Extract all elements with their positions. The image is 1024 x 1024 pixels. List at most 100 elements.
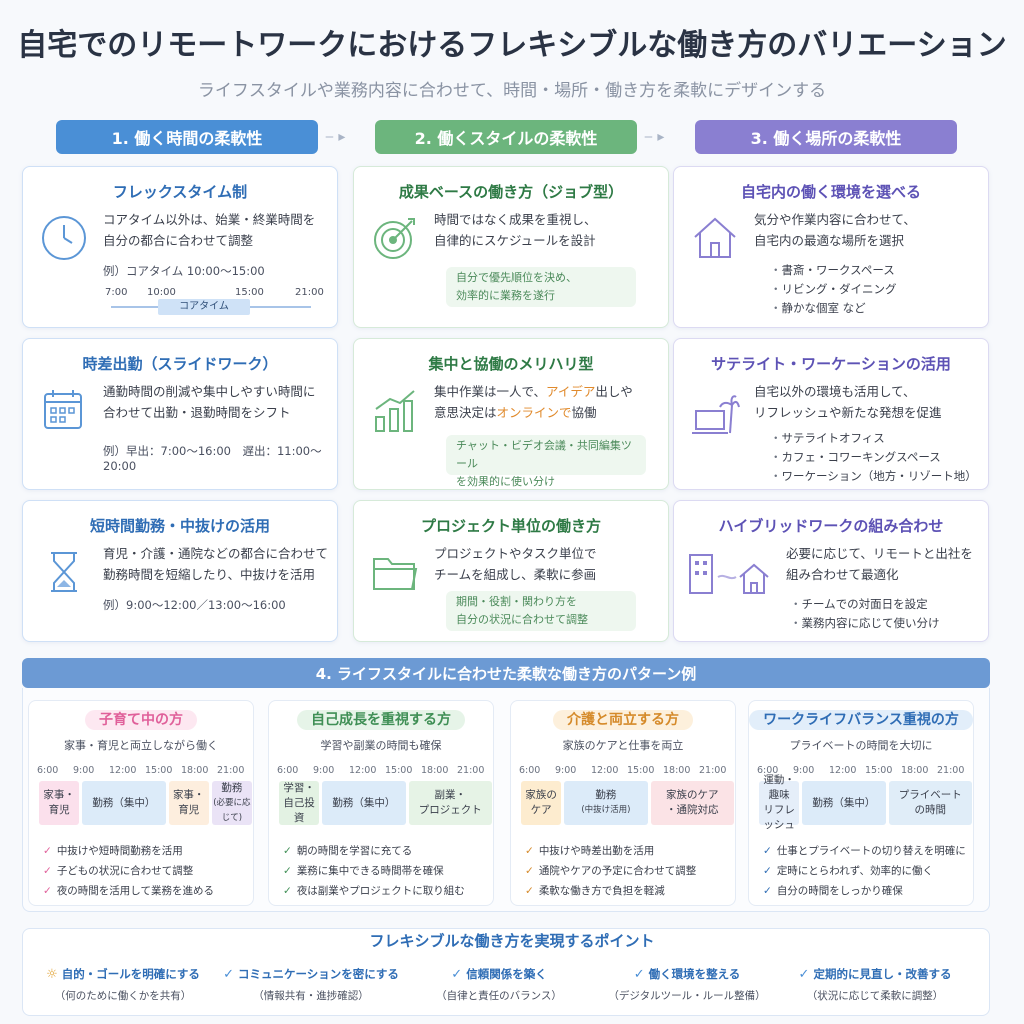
office-home-icon [689, 554, 769, 594]
card-text: 気分や作業内容に合わせて、 [754, 212, 916, 227]
timeline-tick: 9:00 [555, 765, 577, 776]
card-text: 自分の都合に合わせて調整 [103, 233, 254, 248]
checklist-text: 子どもの状況に合わせて調整 [56, 865, 194, 877]
text-part: 集中作業は一人で、 [434, 384, 547, 399]
checklist-text: 夜の時間を活用して業務を進める [56, 885, 214, 897]
checklist-item: ✓柔軟な働き方で負担を軽減 [525, 881, 696, 901]
schedule-block-label: 家族のケア [525, 789, 557, 816]
timeline-tick: 9:00 [793, 765, 815, 776]
point-label: ✓働く環境を整える [594, 966, 780, 982]
card-title: フレックスタイム制 [112, 183, 248, 201]
timeline-tick: 12:00 [591, 765, 619, 776]
checklist-item: ✓夜の時間を活用して業務を進める [43, 881, 214, 901]
list-item: リビング・ダイニング [770, 280, 897, 299]
checklist-text: 柔軟な働き方で負担を軽減 [538, 885, 665, 897]
schedule-block: 勤務(中抜け活用) [564, 781, 648, 825]
laptop-palm-icon [692, 395, 740, 434]
check-icon: ✓ [763, 885, 772, 897]
card-text: 育児・介護・通院などの都合に合わせて [103, 546, 329, 561]
connector-arrow: ‒ ▸ [325, 129, 346, 145]
schedule-block-label: 運動・趣味 リフレッシュ [763, 774, 795, 831]
checklist-text: 中抜けや時差出勤を活用 [538, 845, 655, 857]
schedule-block: 副業・ プロジェクト [408, 781, 492, 825]
card-title: サテライト・ワーケーションの活用 [711, 355, 951, 373]
page-subtitle: ライフスタイルや業務内容に合わせて、時間・場所・働き方を柔軟にデザインする [197, 81, 827, 101]
check-icon: ✓ [525, 865, 534, 877]
schedule-block-label: 家事・育児 [43, 789, 75, 816]
pattern-subtitle: 家事・育児と両立しながら働く [64, 739, 218, 752]
point-subtext: （何のために働くかを共有） [54, 990, 192, 1002]
highlight-text: アイデア [546, 384, 596, 399]
schedule-block-label: 家事・ 育児 [172, 789, 205, 816]
note-text: 効率的に業務を遂行 [456, 289, 555, 302]
checklist-text: 夜は副業やプロジェクトに取り組む [296, 885, 465, 897]
pattern-subtitle: プライベートの時間を大切に [789, 739, 933, 752]
card-note: チャット・ビデオ会議・共同編集ツール を効果的に使い分け [446, 435, 646, 488]
timeline-tick: 18:00 [663, 765, 691, 776]
card-text: 意思決定はオンラインで協働 [434, 402, 660, 423]
card-title: ハイブリッドワークの組み合わせ [718, 517, 944, 535]
point-label-text: 定期的に見直し・改善する [813, 967, 952, 981]
point-label-text: 働く環境を整える [648, 967, 741, 981]
pattern-subtitle: 学習や副業の時間も確保 [320, 739, 442, 752]
card-note: 期間・役割・関わり方を 自分の状況に合わせて調整 [446, 591, 636, 631]
pattern-title: ワークライフバランス重視の方 [749, 709, 973, 730]
pattern-title-label: ワークライフバランス重視の方 [749, 710, 973, 730]
card-text: 必要に応じて、リモートと出社を [786, 546, 973, 561]
schedule-block-note: (必要に応じて) [213, 797, 251, 823]
card-focus-collab: 集中と協働のメリハリ型 集中作業は一人で、アイデア出しや 意思決定はオンラインで… [353, 338, 669, 490]
schedule-block: 家族のケア [521, 781, 562, 825]
list-item: 静かな個室 など [770, 299, 897, 318]
checklist-text: 朝の時間を学習に充てる [296, 845, 413, 857]
hourglass-icon [51, 552, 77, 592]
schedule-block: 勤務（集中） [802, 781, 886, 825]
schedule-block-label: 勤務（集中） [812, 796, 876, 809]
card-text: コアタイム以外は、始業・終業時間を [103, 212, 316, 227]
card-title: 成果ベースの働き方（ジョブ型） [398, 183, 624, 201]
card-text: 集中作業は一人で、アイデア出しや [434, 381, 660, 402]
timeline-tick: 21:00 [217, 765, 245, 776]
timeline-tick: 21:00 [937, 765, 965, 776]
card-text: 通勤時間の削減や集中しやすい時間に [103, 384, 316, 399]
checklist-text: 仕事とプライベートの切り替えを明確に [776, 845, 966, 857]
checklist-text: 通院やケアの予定に合わせて調整 [538, 865, 697, 877]
card-text: 自宅内の最適な場所を選択 [754, 233, 905, 248]
timeline-tick: 12:00 [109, 765, 137, 776]
check-icon: ✓ [283, 885, 292, 897]
card-example: 例）コアタイム 10:00〜15:00 [103, 264, 265, 278]
timeline-tick: 21:00 [699, 765, 727, 776]
list-item: 業務内容に応じて使い分け [790, 614, 940, 633]
schedule-block-label: 副業・ プロジェクト [418, 789, 482, 816]
checklist: ✓中抜けや時差出勤を活用✓通院やケアの予定に合わせて調整✓柔軟な働き方で負担を軽… [525, 841, 696, 901]
check-circle-icon: ✓ [798, 967, 810, 982]
column-header-style: 2. 働くスタイルの柔軟性 [375, 120, 637, 154]
checklist-item: ✓自分の時間をしっかり確保 [763, 881, 966, 901]
timeline-tick: 21:00 [295, 287, 324, 298]
schedule-block: 勤務（集中） [322, 781, 406, 825]
point-item: ☼自的・ゴールを明確にする（何のために働くかを共有） [30, 966, 216, 1003]
points-container [22, 928, 990, 1016]
pattern-title-label: 介護と両立する方 [553, 710, 693, 730]
card-title: 集中と協働のメリハリ型 [428, 355, 594, 373]
checklist-item: ✓朝の時間を学習に充てる [283, 841, 465, 861]
point-label: ✓コミュニケーションを密にする [218, 966, 404, 982]
card-example: 例）早出：7:00〜16:00 遅出：11:00〜20:00 [103, 444, 322, 473]
page-title: 自宅でのリモートワークにおけるフレキシブルな働き方のバリエーション [17, 28, 1007, 63]
text-part: 出しや [595, 384, 633, 399]
point-subtext: （状況に応じて柔軟に調整） [806, 990, 944, 1002]
point-item: ✓信頼関係を築く（自律と責任のバランス） [406, 966, 592, 1003]
card-text: 合わせて出勤・退勤時間をシフト [103, 405, 291, 420]
note-text: を効果的に使い分け [456, 475, 555, 488]
point-label-text: 信頼関係を築く [466, 967, 547, 981]
schedule-block-label: 学習・ 自己投資 [283, 781, 315, 824]
checklist: ✓仕事とプライベートの切り替えを明確に✓定時にとらわれず、効率的に働く✓自分の時… [763, 841, 966, 901]
check-icon: ✓ [763, 865, 772, 877]
timeline-tick: 10:00 [147, 287, 176, 298]
schedule-block-label: 勤務(必要に応じて) [212, 781, 252, 826]
timeline-tick: 15:00 [235, 287, 264, 298]
card-example: 例）9:00〜12:00／13:00〜16:00 [103, 598, 286, 612]
checklist-item: ✓中抜けや短時間勤務を活用 [43, 841, 214, 861]
